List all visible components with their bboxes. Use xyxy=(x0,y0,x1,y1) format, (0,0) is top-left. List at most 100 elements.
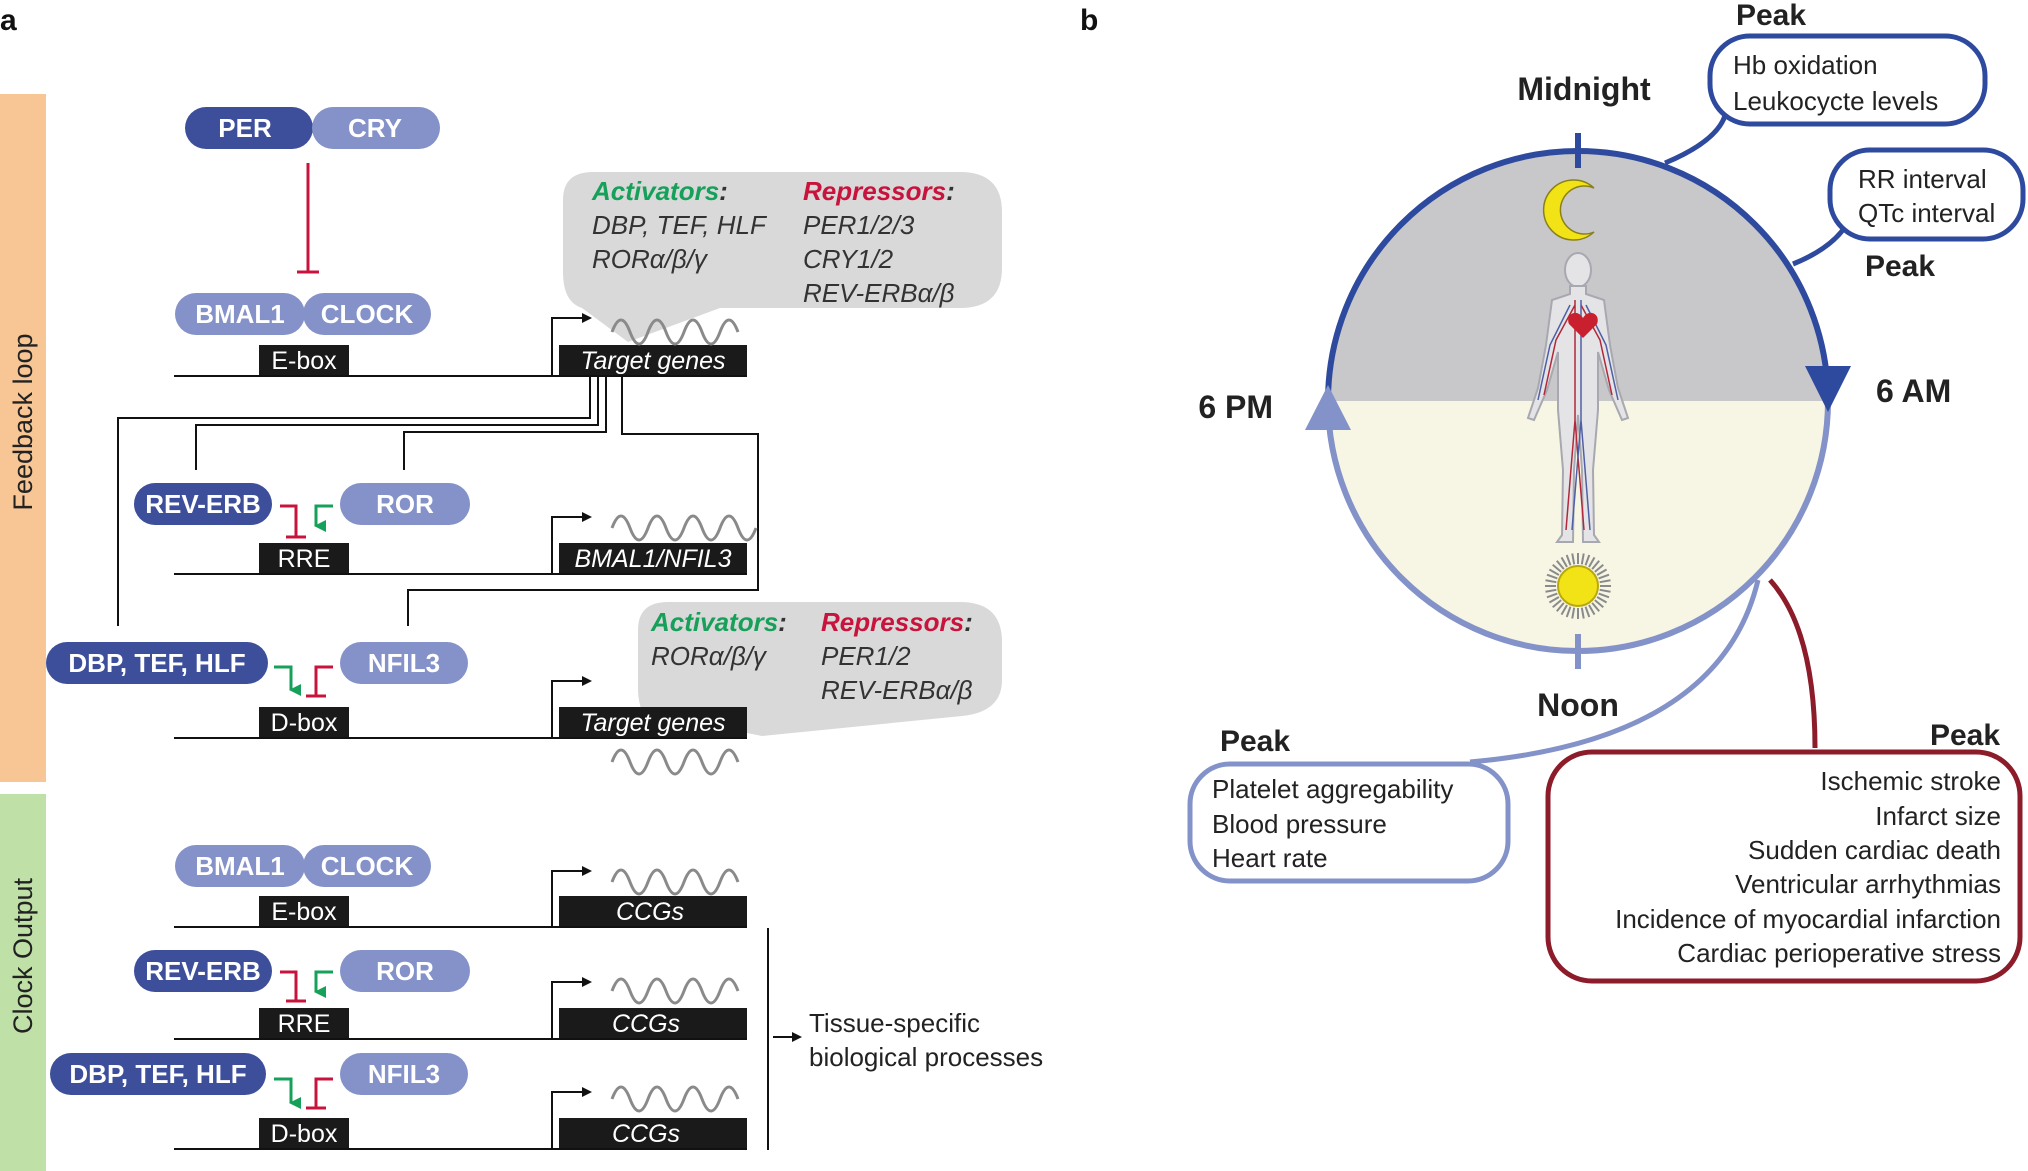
feedback-sidebar xyxy=(0,94,46,782)
sun-ray xyxy=(1560,604,1568,616)
output-ror-activation xyxy=(314,970,333,998)
rev-erb-repression xyxy=(280,504,306,539)
nfil3-label: NFIL3 xyxy=(368,648,440,678)
output-ebox-box xyxy=(259,896,349,926)
output-nfil3-pill xyxy=(340,1053,468,1095)
output-nfil3-repression xyxy=(306,1077,333,1110)
promoter-arrow-3 xyxy=(551,676,592,738)
repressor-item: REV-ERBα/β xyxy=(821,675,973,705)
output-promoter-arrow-2 xyxy=(551,977,592,1039)
human-body-icon xyxy=(1526,252,1630,543)
feedback-connectors xyxy=(117,376,759,626)
repressors-title-2: Repressors: xyxy=(821,607,973,637)
repressors-title-1: Repressors: xyxy=(803,176,955,206)
peak-afternoon-item: Blood pressure xyxy=(1212,809,1387,839)
cry-pill xyxy=(312,107,440,149)
clock-output-label: Clock Output xyxy=(8,877,38,1034)
sun-ray xyxy=(1571,607,1576,619)
output-dbp-label: DBP, TEF, HLF xyxy=(69,1059,246,1089)
output-rev-erb-pill xyxy=(134,950,272,992)
output-dbox-label: D-box xyxy=(271,1120,338,1148)
callout-midnight-box xyxy=(1707,33,1988,127)
bmal1-pill xyxy=(175,293,305,335)
peak-label-morning-events: Peak xyxy=(1930,719,2000,752)
mrna-wave-1 xyxy=(610,318,740,346)
sun-ray xyxy=(1552,564,1562,573)
output-clock-label: CLOCK xyxy=(321,851,414,881)
noon-label: Noon xyxy=(1537,687,1619,723)
output-promoter-arrow-1 xyxy=(551,866,592,927)
sun-ray xyxy=(1556,602,1565,612)
peak-morning-events-item: Sudden cardiac death xyxy=(1748,835,2001,865)
output-promoter-arrow-3 xyxy=(551,1087,592,1149)
ccgs-box-3 xyxy=(559,1118,747,1148)
ebox-box xyxy=(259,345,349,375)
sun-ray xyxy=(1548,568,1560,576)
bmal1-label: BMAL1 xyxy=(195,299,285,329)
biological-processes-label: biological processes xyxy=(809,1042,1043,1072)
output-rev-erb-label: REV-ERB xyxy=(145,956,261,986)
output-mrna-wave-3 xyxy=(610,1085,740,1113)
peak-morning-events-item: Infarct size xyxy=(1875,801,2001,831)
target-genes-label-1: Target genes xyxy=(580,347,725,375)
dbp-label: DBP, TEF, HLF xyxy=(68,648,245,678)
panel-a: a Feedback loop Clock Output PER CRY BMA… xyxy=(0,4,1043,1171)
output-dbox-box xyxy=(259,1118,349,1148)
dbp-activation xyxy=(274,665,301,696)
callout-morning-events-tail xyxy=(1768,578,1818,749)
sun-ray xyxy=(1545,588,1557,593)
ccgs-label-1: CCGs xyxy=(616,898,684,926)
output-rre-label: RRE xyxy=(278,1010,331,1038)
peak-morning-events-item: Incidence of myocardial infarction xyxy=(1615,904,2001,934)
dbox-box xyxy=(259,707,349,737)
ccgs-label-2: CCGs xyxy=(612,1010,680,1038)
repressor-item: REV-ERBα/β xyxy=(803,278,955,308)
ccgs-box-2 xyxy=(559,1008,747,1038)
activator-item: RORα/β/γ xyxy=(592,244,709,274)
nfil3-repression xyxy=(306,665,333,698)
sun-ray xyxy=(1596,568,1608,576)
sun-ray xyxy=(1588,604,1596,616)
nfil3-pill xyxy=(340,642,468,684)
output-ror-label: ROR xyxy=(376,956,434,986)
sun-ray xyxy=(1571,553,1576,565)
ccgs-label-3: CCGs xyxy=(612,1120,680,1148)
output-ebox-label: E-box xyxy=(271,898,337,926)
dbox-label: D-box xyxy=(271,709,338,737)
sun-ray xyxy=(1556,560,1565,570)
promoter-arrow-2 xyxy=(551,512,592,574)
dbp-pill xyxy=(46,642,268,684)
tissue-specific-label: Tissue-specific xyxy=(809,1008,980,1038)
peak-afternoon-item: Heart rate xyxy=(1212,843,1328,873)
sun-ray xyxy=(1565,606,1572,618)
promoter-arrow-1 xyxy=(551,313,592,376)
ror-label: ROR xyxy=(376,489,434,519)
activators-title-1: Activators: xyxy=(591,176,728,206)
peak-afternoon-item: Platelet aggregability xyxy=(1212,774,1453,804)
sun-ray xyxy=(1591,602,1600,612)
midnight-label: Midnight xyxy=(1517,71,1651,107)
sun-ray xyxy=(1599,579,1611,584)
peak-early-morning-item: QTc interval xyxy=(1858,198,1995,228)
rev-erb-label: REV-ERB xyxy=(145,489,261,519)
peak-morning-events-item: Ischemic stroke xyxy=(1820,766,2001,796)
six-pm-label: 6 PM xyxy=(1198,389,1273,425)
output-rev-erb-repression xyxy=(280,970,306,1003)
output-nfil3-label: NFIL3 xyxy=(368,1059,440,1089)
callout-2 xyxy=(638,602,1002,736)
day-half xyxy=(1328,401,1828,651)
output-bmal1-label: BMAL1 xyxy=(195,851,285,881)
bmal1-nfil3-box xyxy=(559,543,747,573)
sun-ray xyxy=(1580,553,1585,565)
sun-ray xyxy=(1552,599,1562,608)
sun-ray xyxy=(1598,592,1610,599)
rre-label: RRE xyxy=(278,545,331,573)
peak-morning-events-item: Ventricular arrhythmias xyxy=(1735,869,2001,899)
per-label: PER xyxy=(218,113,272,143)
output-dbp-activation xyxy=(274,1077,301,1109)
sun-ray xyxy=(1594,564,1604,573)
six-pm-arrowhead xyxy=(1305,385,1351,430)
ccgs-box-1 xyxy=(559,896,747,926)
callout-afternoon-box xyxy=(1187,761,1511,884)
